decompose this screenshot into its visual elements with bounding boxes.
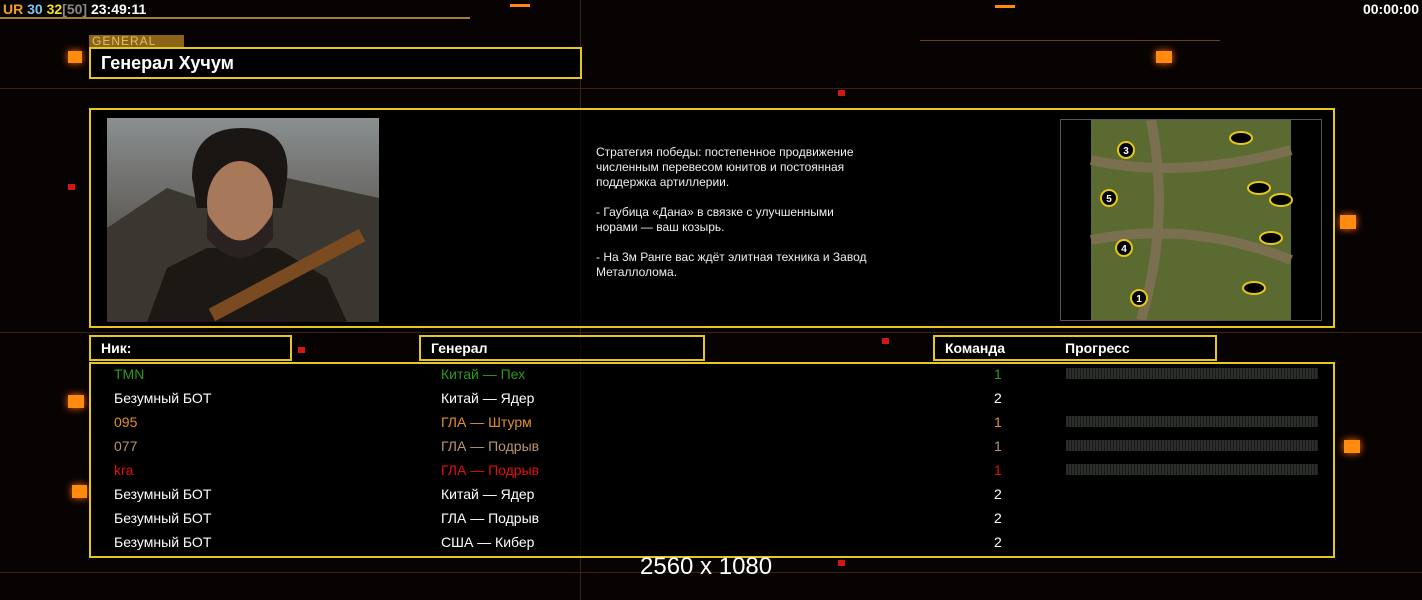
progress-bar [1066,416,1318,427]
player-general: Китай — Ядер [441,390,535,406]
player-general: ГЛА — Подрыв [441,462,540,478]
match-timer: 00:00:00 [1362,1,1419,17]
map-slot: 4 [1121,244,1127,255]
player-general: Китай — Пех [441,366,526,382]
player-nick: 095 [114,414,138,430]
player-general: ГЛА — Подрыв [441,510,540,526]
stat-c: [50] [62,1,88,17]
player-nick: 077 [114,438,138,454]
clock: 23:49:11 [90,1,147,17]
player-team: 1 [994,366,1002,382]
column-header-nick[interactable]: Ник: [89,335,292,361]
table-row[interactable]: Безумный БОТ США — Кибер 2 [91,532,1333,556]
table-row[interactable]: 095 ГЛА — Штурм 1 [91,412,1333,436]
stat-a: 30 [27,1,43,17]
player-general: ГЛА — Штурм [441,414,532,430]
general-panel: Стратегия победы: постепенное продвижени… [89,108,1335,328]
ur-label: UR [3,1,24,17]
resolution-label: 2560 x 1080 [640,553,773,580]
player-nick: kra [114,462,134,478]
description-paragraph: - На 3м Ранге вас ждёт элитная техника и… [596,250,867,279]
player-team: 2 [994,534,1002,550]
player-nick: Безумный БОТ [114,486,212,502]
column-header-team: Команда [945,340,1005,356]
table-row[interactable]: Безумный БОТ Китай — Ядер 2 [91,388,1333,412]
player-nick: TMN [114,366,145,382]
table-row[interactable]: Безумный БОТ ГЛА — Подрыв 2 [91,508,1333,532]
player-team: 1 [994,462,1002,478]
page-title: Генерал Хучум [89,47,582,79]
player-nick: Безумный БОТ [114,534,212,550]
player-general: США — Кибер [441,534,535,550]
map-slot: 1 [1136,294,1142,305]
player-team: 1 [994,414,1002,430]
table-row[interactable]: Безумный БОТ Китай — Ядер 2 [91,484,1333,508]
player-nick: Безумный БОТ [114,390,212,406]
table-row[interactable]: 077 ГЛА — Подрыв 1 [91,436,1333,460]
player-nick: Безумный БОТ [114,510,212,526]
table-row[interactable]: TMN Китай — Пех 1 [91,364,1333,388]
progress-bar [1066,440,1318,451]
column-header-team-progress[interactable]: Команда Прогресс [933,335,1217,361]
description-paragraph: - Гаубица «Дана» в связке с улучшенными … [596,205,834,234]
table-row[interactable]: kra ГЛА — Подрыв 1 [91,460,1333,484]
player-team: 1 [994,438,1002,454]
map-slot: 5 [1106,194,1112,205]
player-team: 2 [994,390,1002,406]
general-portrait [107,118,379,322]
column-header-general[interactable]: Генерал [419,335,705,361]
progress-bar [1066,368,1318,379]
strategy-description: Стратегия победы: постепенное продвижени… [596,145,876,295]
stat-b: 32 [46,1,63,17]
description-paragraph: Стратегия победы: постепенное продвижени… [596,145,854,189]
progress-bar [1066,464,1318,475]
player-team: 2 [994,486,1002,502]
player-general: ГЛА — Подрыв [441,438,540,454]
status-hud: UR 30 32[50] 23:49:11 [3,1,146,17]
minimap[interactable]: 3 5 4 1 [1060,119,1322,322]
column-header-progress: Прогресс [1065,340,1130,356]
map-slot: 3 [1123,146,1129,157]
general-label: GENERAL [89,35,184,48]
player-general: Китай — Ядер [441,486,535,502]
player-team: 2 [994,510,1002,526]
